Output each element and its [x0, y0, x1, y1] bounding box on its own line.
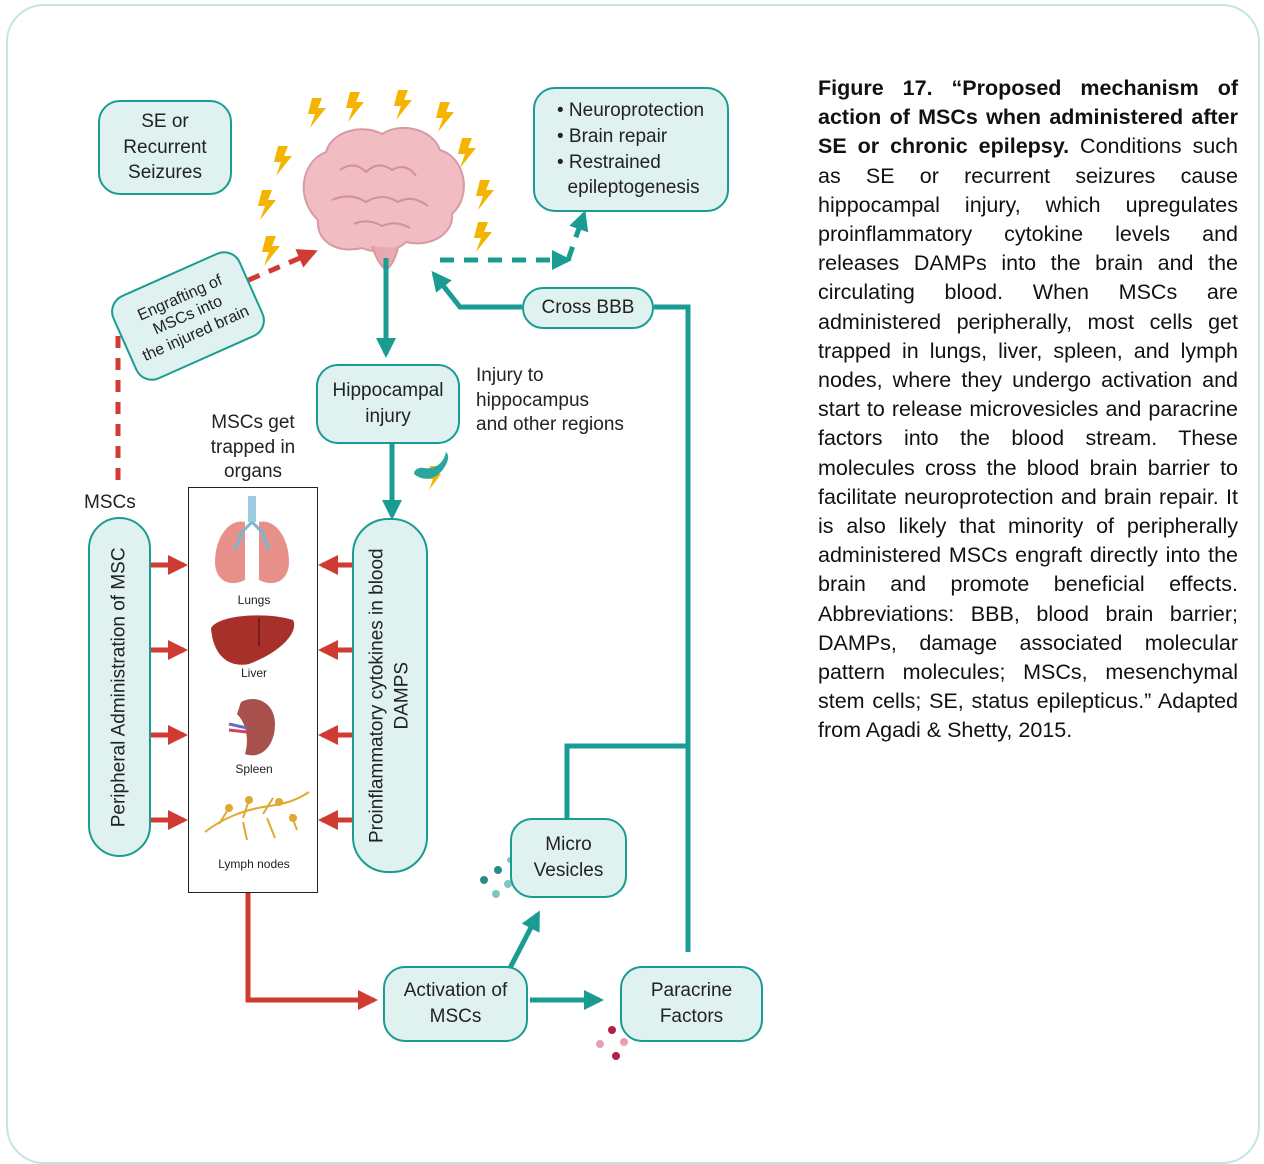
outcomes-dashed-arrow-tail: [565, 210, 589, 261]
lightning-icon: [258, 190, 276, 220]
mechanism-diagram: [115, 90, 691, 1060]
outcomes-box: • Neuroprotection • Brain repair • Restr…: [533, 87, 729, 212]
lightning-icon: [308, 98, 326, 128]
paracrine-to-brain-path: [654, 304, 691, 952]
outcome-restrained: • Restrained: [557, 151, 661, 173]
organ-label-lymph-nodes: Lymph nodes: [218, 857, 290, 871]
lightning-icon: [474, 222, 492, 252]
caption-title: Figure 17. “Proposed mechanism of action…: [818, 76, 1238, 159]
cross-bbb-to-brain-arrow: [431, 270, 522, 310]
activation-to-vesicles-arrow: [507, 910, 541, 970]
hippocampus-icon: [414, 452, 449, 479]
se-box: SE or Recurrent Seizures: [98, 100, 232, 195]
lightning-icon: [346, 92, 364, 122]
lightning-icon: [262, 236, 280, 266]
vesicles-to-brain-path: [564, 743, 688, 818]
lightning-icon: [476, 180, 494, 210]
liver-icon: [211, 615, 295, 665]
lungs-icon: [215, 496, 289, 584]
peripheral-admin-box: Peripheral Administration of MSC: [88, 517, 151, 857]
organ-label-spleen: Spleen: [235, 762, 273, 776]
organ-label-lungs: Lungs: [237, 593, 271, 607]
vesicle-dots: [480, 857, 513, 898]
paracrine-dots: [596, 1021, 631, 1060]
organ-illustrations: [204, 496, 310, 841]
proinflammatory-box: Proinflammatory cytokines in blood DAMPS: [352, 518, 428, 873]
hippocampal-injury-box: Hippocampal injury: [316, 364, 460, 444]
spleen-icon: [228, 698, 275, 756]
brain-icon: [302, 126, 465, 272]
proinflammatory-label: Proinflammatory cytokines in blood DAMPS: [366, 548, 412, 843]
paracrine-box: Paracrine Factors: [620, 966, 763, 1042]
lymph-nodes-icon: [204, 791, 310, 841]
peripheral-admin-label: Peripheral Administration of MSC: [108, 547, 130, 827]
trapped-label: MSCs get trapped in organs: [210, 412, 296, 483]
organ-label-liver: Liver: [240, 666, 267, 680]
lightning-icon: [394, 90, 412, 120]
outcome-brain-repair: • Brain repair: [557, 125, 668, 147]
cross-bbb-box: Cross BBB: [522, 287, 654, 329]
figure-caption: Figure 17. “Proposed mechanism of action…: [818, 74, 1238, 746]
lightning-icon: [458, 138, 476, 168]
caption-body: Conditions such as SE or recurrent seizu…: [818, 134, 1238, 743]
injury-note: Injury to hippocampus and other regions: [476, 365, 624, 436]
outcome-neuroprotection: • Neuroprotection: [557, 100, 705, 122]
lightning-icon: [436, 102, 454, 132]
mscs-label: MSCs: [84, 492, 136, 513]
outcome-epileptogenesis: epileptogenesis: [557, 177, 700, 199]
teal-arrows: [376, 250, 691, 1010]
micro-vesicles-box: Micro Vesicles: [510, 818, 627, 898]
lightning-icon: [274, 146, 292, 176]
activation-box: Activation of MSCs: [383, 966, 528, 1042]
organs-box: Lungs Liver Spleen Lymph nodes: [188, 487, 318, 893]
organs-to-activation-arrow: [245, 893, 378, 1010]
